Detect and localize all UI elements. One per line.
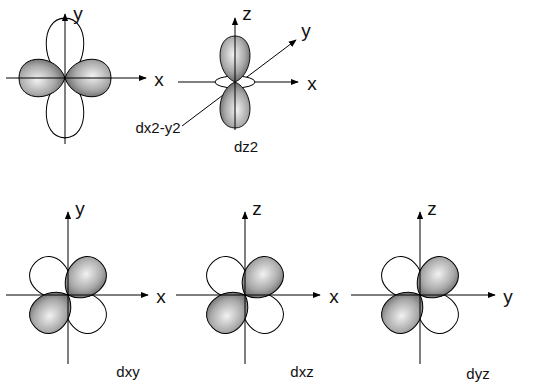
x-axis <box>6 295 148 296</box>
orbital-name: dyz <box>466 366 489 381</box>
y-axis <box>351 295 495 296</box>
orbital-lobe <box>199 282 258 341</box>
dx2-y2-orbital <box>6 14 146 144</box>
axis-label: z <box>427 199 437 218</box>
z-axis <box>235 18 236 130</box>
axis-label: y <box>503 287 513 306</box>
axis-label: x <box>156 287 166 306</box>
orbital-name: dx2-y2 <box>135 120 180 135</box>
axis-label: z <box>252 199 262 218</box>
x-axis <box>176 295 320 296</box>
y-axis <box>68 212 69 364</box>
axis-label: x <box>329 287 339 306</box>
dyz-orbital <box>351 212 495 364</box>
dxz-orbital <box>176 212 320 364</box>
orbital-name: dxz <box>290 364 313 379</box>
axis-label: y <box>75 199 85 218</box>
z-axis <box>420 212 421 364</box>
axis-label: y <box>301 21 311 40</box>
orbital-name: dz2 <box>234 139 258 154</box>
x-axis <box>6 78 146 79</box>
y-axis <box>65 14 66 144</box>
dxy-orbital <box>6 212 148 364</box>
axis-label: y <box>73 4 83 23</box>
orbital-lobe <box>22 282 81 341</box>
axis-label: x <box>307 74 317 93</box>
dz2-orbital <box>178 18 298 130</box>
orbital-name: dxy <box>116 364 139 379</box>
z-axis <box>245 212 246 364</box>
axis-label: z <box>242 4 252 23</box>
orbital-lobe <box>374 282 433 341</box>
axis-label: x <box>154 70 164 89</box>
